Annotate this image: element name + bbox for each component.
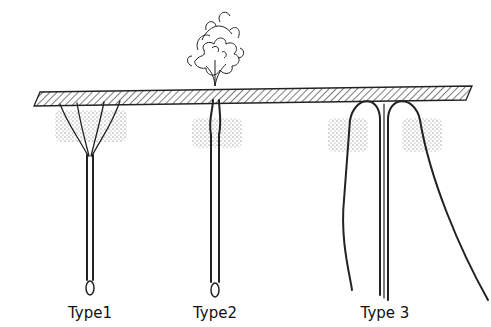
type-label: Type2 bbox=[193, 306, 237, 321]
surface-layer bbox=[34, 86, 472, 106]
nerve-fibers bbox=[60, 100, 488, 300]
type-label: Type1 bbox=[68, 306, 112, 321]
type-label: Type 3 bbox=[361, 306, 410, 321]
terminal-tuft bbox=[188, 12, 244, 86]
